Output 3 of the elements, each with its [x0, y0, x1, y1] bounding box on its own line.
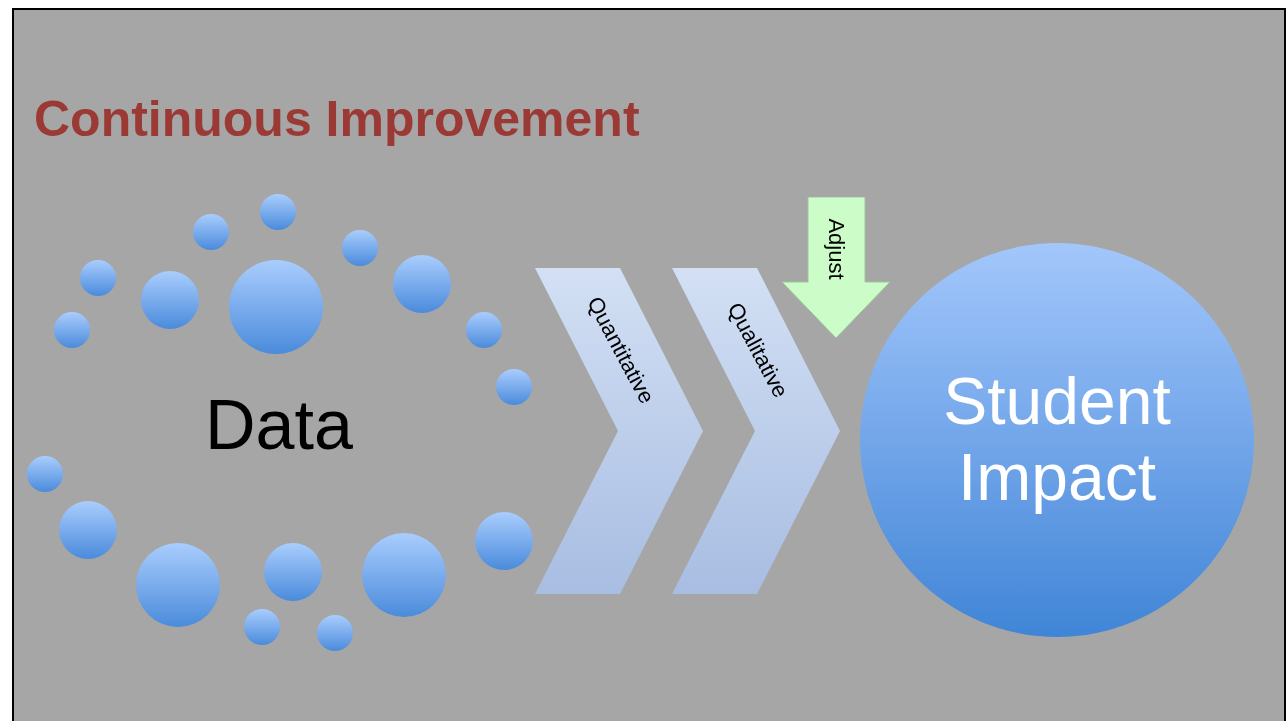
- data-label: Data: [205, 390, 353, 460]
- title: Continuous Improvement: [34, 90, 640, 149]
- arrow-label: Adjust: [822, 218, 850, 280]
